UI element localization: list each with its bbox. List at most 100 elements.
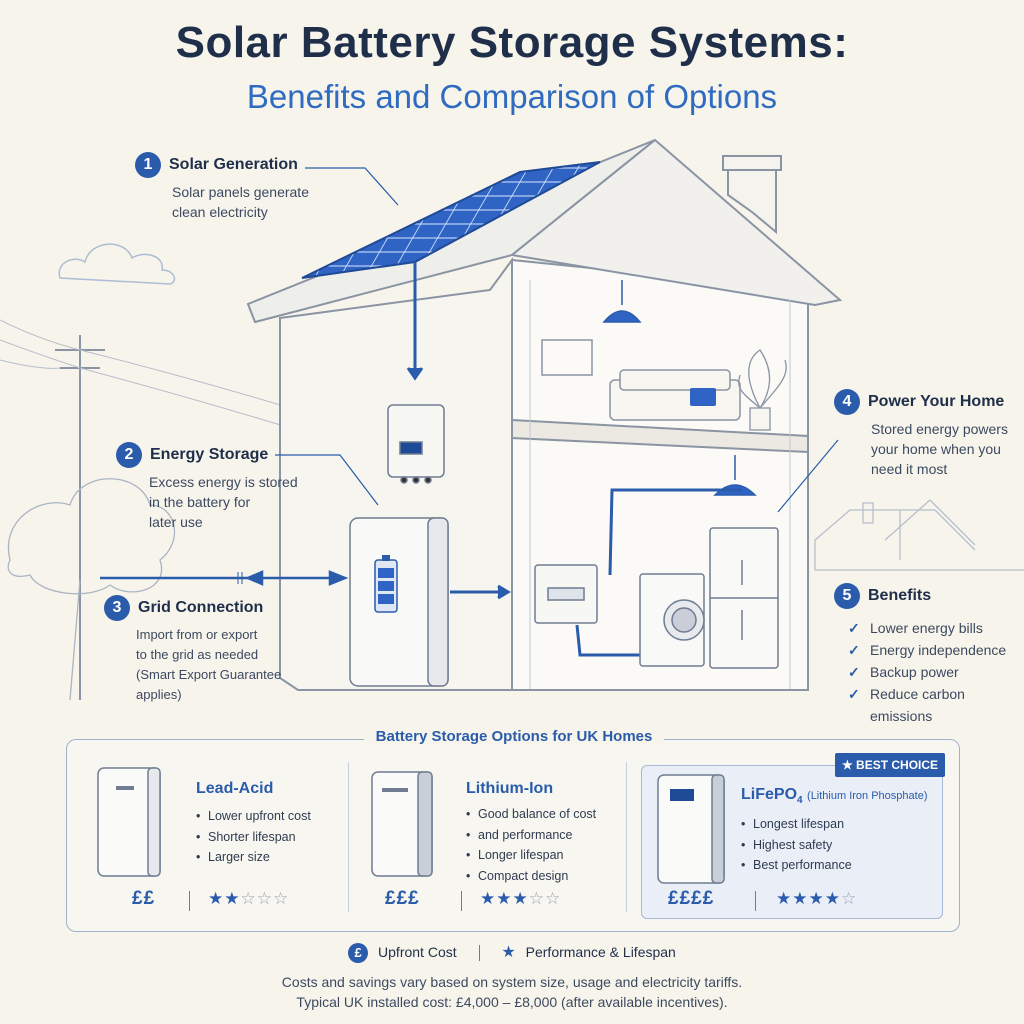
performance-stars: ★★★★☆ xyxy=(776,889,857,909)
washing-machine-icon xyxy=(639,573,705,667)
footnote: Costs and savings vary based on system s… xyxy=(0,972,1024,1012)
option-feature-list: Lower upfront cost Shorter lifespan Larg… xyxy=(196,806,346,868)
best-choice-badge: ★ BEST CHOICE xyxy=(835,753,945,777)
inverter-icon xyxy=(387,404,445,484)
option-feature-continuation: and performance xyxy=(466,825,616,846)
step-title: Benefits xyxy=(868,587,932,604)
desc-line: to the grid as needed xyxy=(136,647,259,662)
footnote-line: Typical UK installed cost: £4,000 – £8,0… xyxy=(296,994,728,1010)
legend-performance-label: Performance & Lifespan xyxy=(525,944,676,960)
step-title: Grid Connection xyxy=(138,599,264,616)
plant-icon xyxy=(738,349,787,431)
energy-flow-lines xyxy=(406,262,742,657)
check-icon: ✓ xyxy=(848,620,860,636)
desc-line: your home when you xyxy=(871,441,1001,457)
option-name-subscript: 4 xyxy=(797,795,803,807)
lithium-ion-battery-icon xyxy=(371,771,433,877)
desc-line: applies) xyxy=(136,687,182,702)
star-filled-icon: ★ xyxy=(792,889,809,908)
step-number-badge: 2 xyxy=(116,442,142,468)
wall-picture-icon xyxy=(541,339,593,376)
step-description: Solar panels generate clean electricity xyxy=(172,182,385,222)
option-feature: Lower upfront cost xyxy=(196,806,346,827)
star-filled-icon: ★ xyxy=(208,889,225,908)
consumer-unit-icon xyxy=(534,564,598,624)
sofa-icon xyxy=(609,369,741,421)
option-name: Lead-Acid xyxy=(196,780,274,797)
star-filled-icon: ★ xyxy=(224,889,241,908)
option-name: LiFePO xyxy=(741,786,798,803)
background-house-icon xyxy=(814,499,1024,571)
option-name-row: LiFePO4 (Lithium Iron Phosphate) xyxy=(741,786,941,806)
step-title: Solar Generation xyxy=(169,156,298,173)
benefit-item: ✓Energy independence xyxy=(844,639,1024,661)
footnote-line: Costs and savings vary based on system s… xyxy=(281,974,743,990)
option-feature: Shorter lifespan xyxy=(196,827,346,848)
cost-rating: £££ xyxy=(385,888,420,909)
desc-line: later use xyxy=(149,514,203,530)
option-feature: Best performance xyxy=(741,855,941,876)
star-filled-icon: ★ xyxy=(512,889,529,908)
star-filled-icon: ★ xyxy=(824,889,841,908)
desc-line: clean electricity xyxy=(172,204,268,220)
benefit-item: ✓Reduce carbon xyxy=(844,683,1024,705)
solar-panel-array xyxy=(301,161,601,279)
desc-line: Solar panels generate xyxy=(172,184,309,200)
rating-separator xyxy=(461,891,462,911)
star-empty-icon: ☆ xyxy=(545,889,562,908)
benefit-item: ✓Backup power xyxy=(844,661,1024,683)
option-feature: Longer lifespan xyxy=(466,845,616,866)
option-feature: Larger size xyxy=(196,847,346,868)
desc-line: Excess energy is stored xyxy=(149,474,298,490)
grid-arrow xyxy=(100,570,349,586)
star-filled-icon: ★ xyxy=(776,889,793,908)
cloud-icon xyxy=(58,243,176,285)
tree-icon xyxy=(7,478,176,701)
step-number-badge: 4 xyxy=(834,389,860,415)
step-description: Stored energy powers your home when you … xyxy=(871,419,1024,479)
desc-line: in the battery for xyxy=(149,494,251,510)
star-empty-icon: ☆ xyxy=(256,889,273,908)
benefit-list: ✓Lower energy bills ✓Energy independence… xyxy=(844,617,1024,727)
battery-unit-icon xyxy=(349,517,449,687)
fridge-icon xyxy=(709,527,779,669)
desc-line: need it most xyxy=(871,461,948,477)
cost-rating: ££££ xyxy=(668,888,715,909)
option-feature-list: Good balance of cost and performance Lon… xyxy=(466,804,616,886)
star-empty-icon: ☆ xyxy=(273,889,290,908)
power-pole-icon xyxy=(0,319,331,700)
performance-stars: ★★★☆☆ xyxy=(480,889,561,909)
option-name-detail: (Lithium Iron Phosphate) xyxy=(807,790,928,802)
step-title: Energy Storage xyxy=(150,446,269,463)
cost-rating: ££ xyxy=(132,888,156,909)
check-icon: ✓ xyxy=(848,686,860,702)
benefit-item-continuation: emissions xyxy=(870,708,933,724)
lamp-icon xyxy=(602,280,642,323)
option-feature: Highest safety xyxy=(741,835,941,856)
page-title: Solar Battery Storage Systems: xyxy=(175,18,849,67)
legend: £ Upfront Cost ★ Performance & Lifespan xyxy=(0,942,1024,964)
lead-acid-battery-icon xyxy=(97,767,161,877)
lifepo4-battery-icon xyxy=(657,774,725,884)
legend-cost-label: Upfront Cost xyxy=(378,944,457,960)
star-filled-icon: ★ xyxy=(480,889,497,908)
star-empty-icon: ☆ xyxy=(240,889,257,908)
page-subtitle: Benefits and Comparison of Options xyxy=(246,78,778,115)
options-panel-title: Battery Storage Options for UK Homes xyxy=(364,728,664,745)
option-card-lifepo4: LiFePO4 (Lithium Iron Phosphate) Longest… xyxy=(741,786,941,876)
performance-stars: ★★☆☆☆ xyxy=(208,889,289,909)
option-card-lithium-ion: Lithium-Ion Good balance of cost and per… xyxy=(466,780,616,886)
step-number-badge: 5 xyxy=(834,583,860,609)
divider xyxy=(626,762,627,912)
divider xyxy=(348,762,349,912)
option-name: Lithium-Ion xyxy=(466,780,554,797)
step-description: Import from or export to the grid as nee… xyxy=(136,625,334,705)
pound-coin-icon: £ xyxy=(348,943,369,964)
rating-separator xyxy=(755,891,756,911)
callout-lines xyxy=(275,167,839,513)
legend-separator xyxy=(478,945,480,962)
